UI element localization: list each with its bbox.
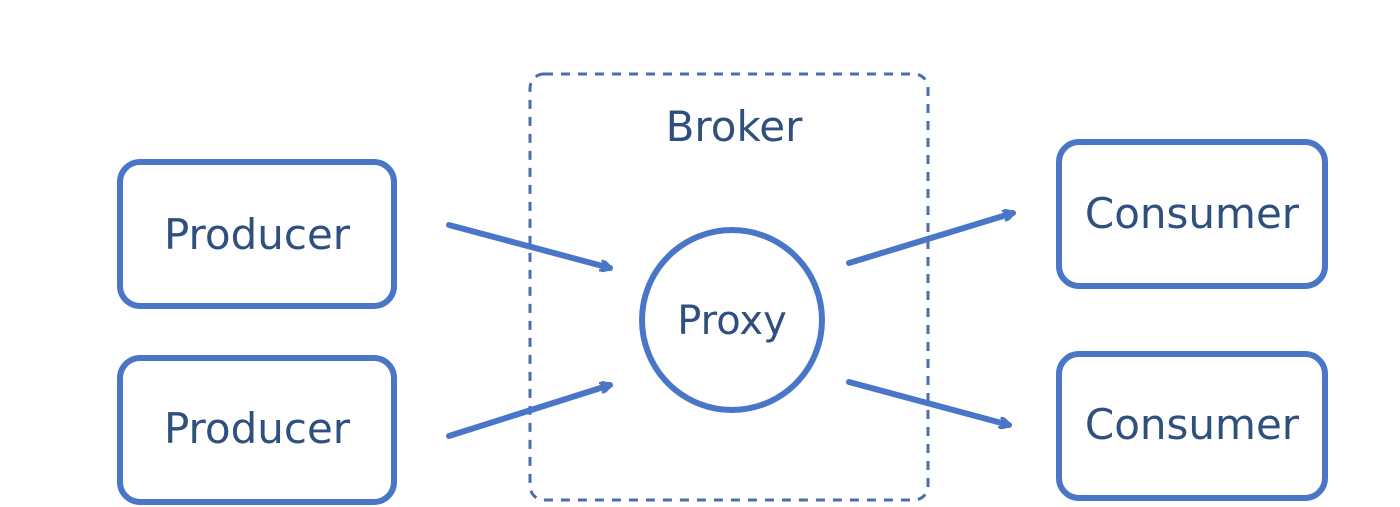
producer-label-1: Producer (164, 210, 351, 259)
broker-label: Broker (666, 102, 804, 151)
proxy-node: Proxy (639, 227, 825, 413)
proxy-label: Proxy (677, 298, 787, 344)
broker-box: Broker (528, 72, 930, 502)
producer-box-2: Producer (117, 355, 397, 505)
consumer-box-1: Consumer (1056, 139, 1328, 289)
consumer-box-2: Consumer (1056, 351, 1328, 501)
producer-box-1: Producer (117, 159, 397, 309)
arrow-producer1-to-proxy (446, 222, 613, 268)
consumer-label-2: Consumer (1085, 400, 1300, 449)
arrow-proxy-to-consumer1 (846, 213, 1016, 266)
consumer-label-1: Consumer (1085, 189, 1300, 238)
arrow-proxy-to-consumer2 (846, 379, 1012, 425)
arrow-producer2-to-proxy (446, 385, 613, 439)
producer-label-2: Producer (164, 404, 351, 453)
